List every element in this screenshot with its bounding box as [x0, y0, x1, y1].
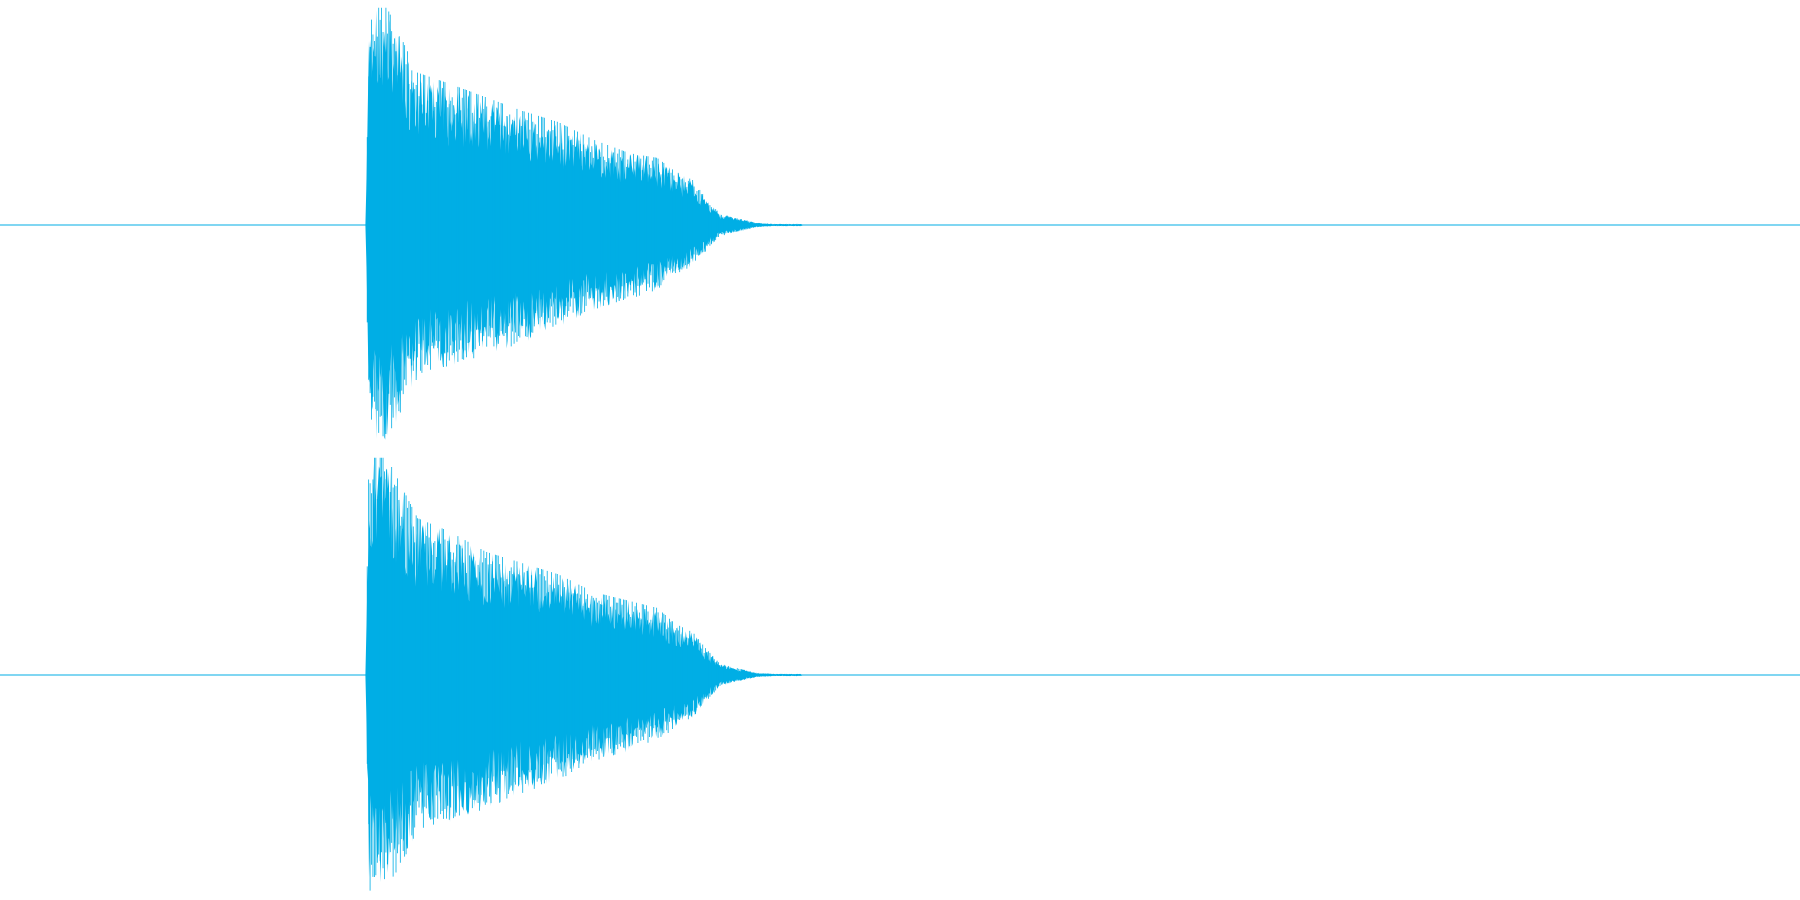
channel-2	[0, 457, 1800, 891]
channel-1	[0, 7, 1800, 440]
